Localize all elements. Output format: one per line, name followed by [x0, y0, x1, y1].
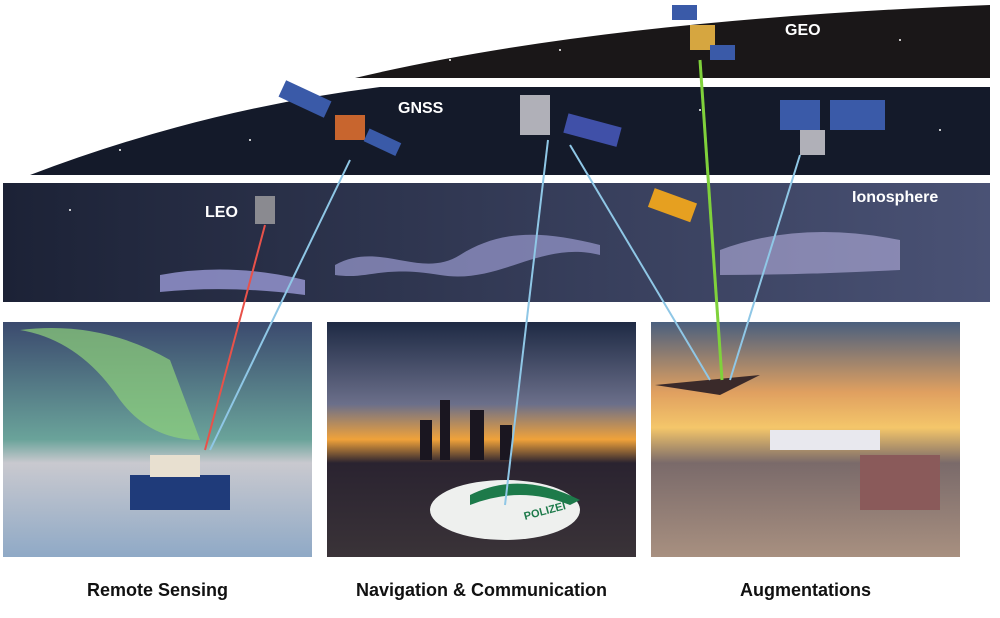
caption-remote-sensing: Remote Sensing [86, 580, 229, 600]
signal-leo-red [204, 224, 266, 451]
leo-satellite [255, 196, 275, 224]
cargo-plane [770, 430, 880, 450]
gnss-band [30, 87, 990, 175]
gnss-satellite-1 [278, 80, 402, 156]
caption-navigation-communication: Navigation & Communication [355, 580, 607, 600]
signal-gnss-blue-2 [504, 139, 549, 506]
city-skyline [420, 400, 512, 460]
leo-satellite-small [647, 188, 698, 223]
geo-label: GEO [785, 22, 821, 39]
signal-gnss-blue-3 [569, 144, 711, 381]
ionosphere-plasma [160, 269, 305, 295]
airplane [655, 375, 760, 395]
icebreaker-ship [130, 475, 230, 510]
gnss-label: GNSS [398, 100, 444, 117]
gnss-satellite-3 [780, 100, 885, 155]
leo-label: LEO [205, 204, 238, 221]
geo-band [355, 5, 990, 78]
geo-satellite [672, 5, 735, 60]
aurora [20, 328, 200, 440]
stars [69, 39, 941, 211]
signal-paths [204, 59, 801, 506]
signal-geo-green [698, 59, 724, 381]
caption-augmentations: Augmentations [739, 580, 871, 600]
ionosphere-label: Ionosphere [852, 189, 939, 206]
ionosphere-wave [335, 234, 600, 277]
terminal-building [860, 455, 940, 510]
police-car-stripe [470, 483, 580, 505]
ship-superstructure [150, 455, 200, 477]
signal-gnss-blue-1 [209, 159, 351, 451]
gnss-satellite-2 [520, 95, 622, 147]
signal-gnss-blue-4 [729, 154, 801, 381]
